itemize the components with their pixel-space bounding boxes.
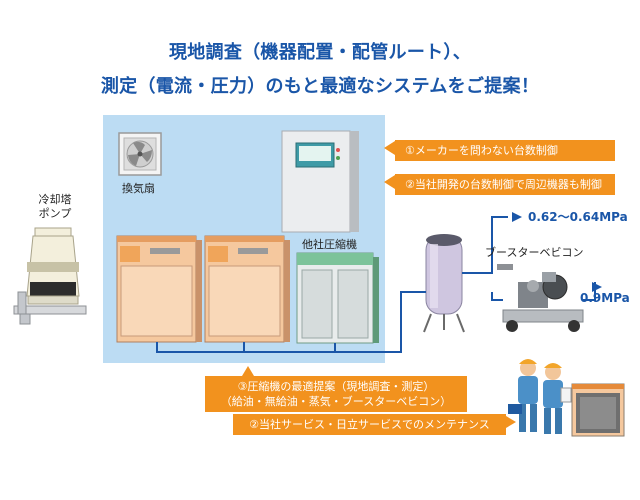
label-cooling-tower-line-2: ポンプ [38, 207, 72, 220]
arrow-low-pressure [592, 282, 602, 292]
control-panel-icon [281, 130, 359, 233]
callout-proposal-line-1: ③圧縮機の最適提案（現地調査・測定） [237, 380, 435, 393]
callout-own-control: ②当社開発の台数制御で周辺機器も制御 [395, 174, 615, 195]
pressure-low-label: 0.9MPa [580, 291, 630, 305]
compressor-1-icon [116, 235, 202, 343]
label-fan: 換気扇 [122, 182, 155, 195]
label-cooling-tower-line-1: 冷却塔 [38, 193, 72, 206]
callout-3-pointer [242, 366, 254, 376]
callout-4-pointer [506, 416, 516, 428]
callout-proposal: ③圧縮機の最適提案（現地調査・測定） （給油・無給油・蒸気・ブースターベビコン） [205, 376, 467, 412]
pressure-high-label: 0.62〜0.64MPa [528, 210, 628, 224]
label-other-compressor: 他社圧縮機 [302, 238, 357, 251]
callout-maintenance: ②当社サービス・日立サービスでのメンテナンス [233, 414, 506, 435]
ventilation-fan-icon [118, 132, 162, 176]
booster-compressor-icon [497, 264, 584, 332]
callout-2-pointer [384, 175, 395, 189]
cooling-tower-icon [13, 227, 87, 325]
arrow-high-pressure [512, 212, 522, 222]
headline-line-1: 現地調査（機器配置・配管ルート）、 [168, 42, 472, 63]
callout-1-pointer [384, 141, 395, 155]
air-piping [156, 216, 596, 353]
headline-line-2: 測定（電流・圧力）のもと最適なシステムをご提案！ [100, 76, 540, 97]
callout-maker-control: ①メーカーを問わない台数制御 [395, 140, 615, 161]
technicians-icon [508, 359, 572, 434]
other-compressor-icon [296, 252, 379, 344]
air-receiver-tank-icon [423, 234, 465, 333]
serviced-compressor-icon [571, 383, 625, 437]
callout-proposal-line-2: （給油・無給油・蒸気・ブースターベビコン） [220, 395, 452, 408]
compressor-2-icon [204, 235, 290, 343]
label-booster: ブースターベビコン [485, 246, 584, 259]
